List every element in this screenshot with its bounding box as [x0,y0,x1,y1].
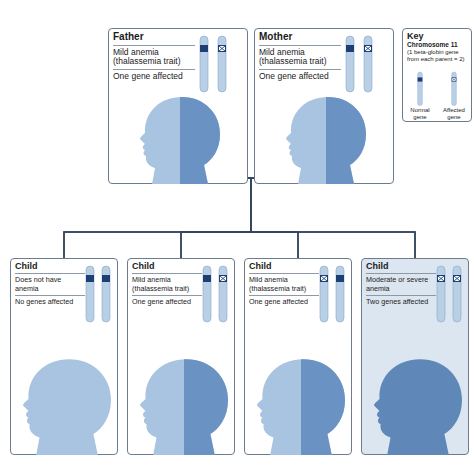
box-heading: Child [366,261,436,271]
box-text: Mild anemia (thalassemia trait) [259,45,341,68]
box-text: No genes affected [15,295,85,306]
box-text: Mild anemia (thalassemia trait) [132,273,202,293]
box-heading: Key [407,31,469,41]
head-silhouette [374,359,462,455]
chromosome-pair [346,36,372,92]
box-heading: Child [249,261,319,271]
box-text: Two genes affected [366,295,436,306]
box-text: Mild anemia (thalassemia trait) [113,45,195,68]
chromosome-pair [200,36,226,92]
box-text: One gene affected [132,295,202,306]
box-heading: Child [132,261,202,271]
head-silhouette [140,97,220,184]
box-text: One gene affected [259,69,341,82]
parent-box: MotherMild anemia (thalassemia trait)One… [254,28,394,184]
family-line [64,178,251,258]
parent-box: FatherMild anemia (thalassemia trait)One… [108,28,248,184]
family-line [181,178,251,258]
family-line [251,178,415,258]
legend-chromosome [418,72,423,106]
head-silhouette [257,359,345,455]
box-text: Moderate or severe anemia [366,273,436,293]
chromosome-pair [203,266,227,322]
box-text: Mild anemia (thalassemia trait) [249,273,319,293]
box-text: Does not have anemia [15,273,85,293]
head-silhouette [286,97,366,184]
child-box: ChildMild anemia (thalassemia trait) One … [127,258,235,455]
chromosome-pair [86,266,110,322]
chromosome-pair [320,266,344,322]
child-box: ChildDoes not have anemia No genes affect… [10,258,118,455]
head-silhouette [140,359,228,455]
head-silhouette [23,359,111,455]
family-line [64,178,254,258]
box-heading: Father [113,31,195,43]
family-line [181,178,254,258]
child-box: ChildMild anemia (thalassemia trait) One … [244,258,352,455]
legend-chromosome [452,72,457,106]
box-text: One gene affected [113,69,195,82]
box-text: One gene affected [249,295,319,306]
box-text: Chromosome 11 [407,41,469,48]
chromosome-pair [437,266,461,322]
box-text: (1 beta-globin gene from each parent = 2… [407,49,469,63]
child-box: ChildModerate or severe anemiaTwo genes … [361,258,469,455]
family-line [248,178,298,258]
key-box: KeyChromosome 11(1 beta-globin gene from… [402,28,472,122]
box-heading: Child [15,261,85,271]
family-line [251,178,298,258]
family-line [248,178,415,258]
box-heading: Mother [259,31,341,43]
